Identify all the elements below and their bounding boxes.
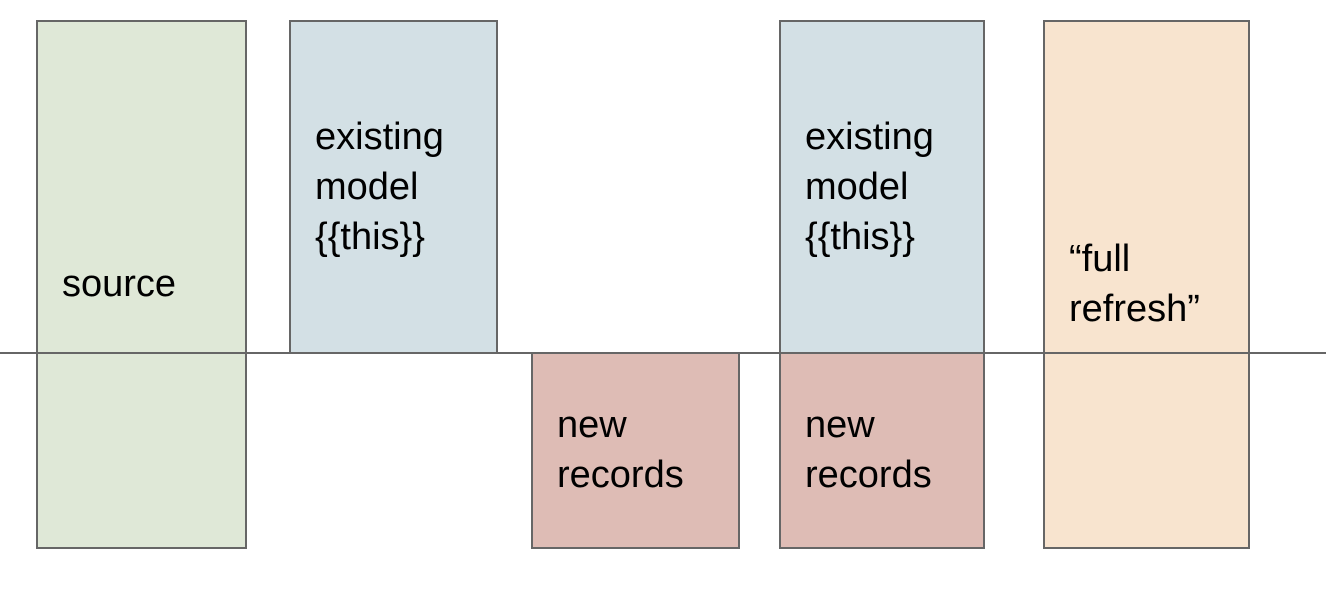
box-existing-model-1[interactable]: existing model {{this}}: [289, 20, 498, 354]
box-existing-model-1-label: existing model {{this}}: [315, 116, 444, 258]
box-existing-model-2[interactable]: existing model {{this}}: [779, 20, 985, 354]
box-new-records-2[interactable]: new records: [779, 352, 985, 549]
box-source[interactable]: source: [36, 20, 247, 549]
box-full-refresh-label: “full refresh”: [1069, 237, 1200, 330]
baseline-divider: [0, 352, 1326, 354]
box-existing-model-2-label: existing model {{this}}: [805, 116, 934, 258]
box-source-label: source: [62, 262, 177, 305]
box-new-records-1[interactable]: new records: [531, 352, 740, 549]
box-new-records-1-label: new records: [557, 403, 684, 496]
box-new-records-2-label: new records: [805, 403, 932, 496]
box-full-refresh[interactable]: “full refresh”: [1043, 20, 1250, 549]
